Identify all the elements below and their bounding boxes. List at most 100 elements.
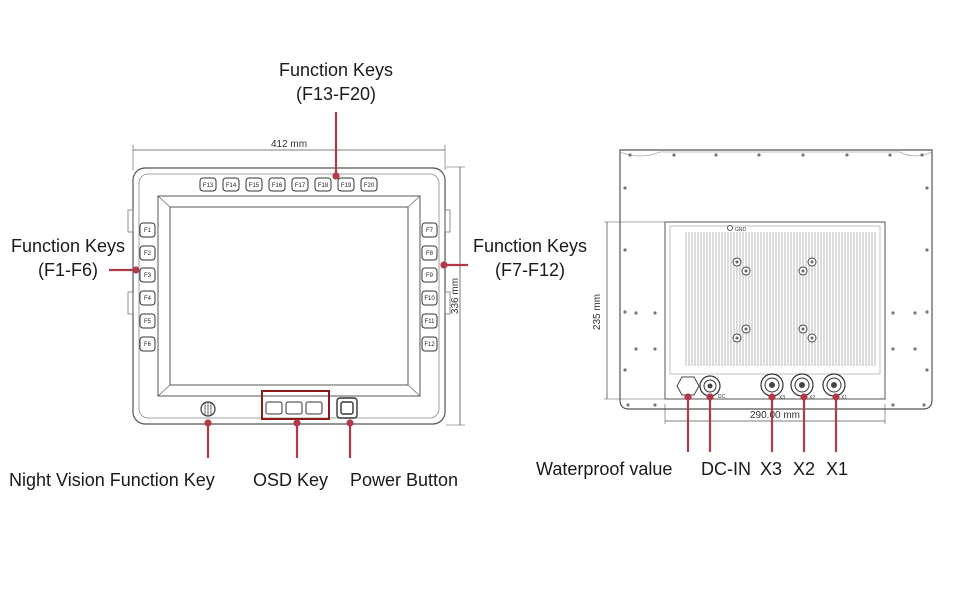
osd-key-3[interactable]	[305, 401, 323, 415]
function-key-f3[interactable]: F3	[139, 267, 156, 283]
leader-dot	[768, 393, 776, 401]
osd-key-1[interactable]	[265, 401, 283, 415]
mounting-hole	[653, 311, 657, 315]
x2-port-label: X2	[809, 395, 815, 401]
function-key-f19[interactable]: F19	[337, 177, 355, 192]
mounting-hole	[920, 153, 924, 157]
function-key-f11[interactable]: F11	[421, 313, 438, 329]
callout-osd-key: OSD Key	[253, 470, 329, 490]
function-key-f10[interactable]: F10	[421, 290, 438, 306]
mounting-hole	[891, 347, 895, 351]
key-label: F6	[144, 342, 152, 348]
function-key-f8[interactable]: F8	[421, 245, 438, 261]
mounting-hole	[672, 153, 676, 157]
mounting-hole	[714, 153, 718, 157]
key-label: F17	[295, 183, 306, 189]
mounting-hole	[891, 311, 895, 315]
leader-dot	[346, 419, 354, 427]
side-notch	[444, 291, 451, 315]
osd-key-2[interactable]	[285, 401, 303, 415]
mounting-hole	[845, 153, 849, 157]
callout-night-vision: Night Vision Function Key	[9, 470, 215, 490]
function-key-f15[interactable]: F15	[245, 177, 263, 192]
mounting-hole	[913, 347, 917, 351]
leader-dot	[440, 261, 448, 269]
front-height-dimension: 336 mm	[446, 166, 465, 426]
x1-connector[interactable]: X1	[822, 373, 847, 401]
mounting-hole	[623, 368, 627, 372]
mounting-hole	[623, 186, 627, 190]
callout-function-keys-left: Function Keys (F1-F6)	[2, 234, 134, 282]
function-key-f17[interactable]: F17	[291, 177, 309, 192]
leader-dot	[832, 393, 840, 401]
osd-key-group	[261, 390, 330, 420]
x3-port-label: X3	[779, 395, 785, 401]
key-label: F2	[144, 251, 152, 257]
key-label: F15	[249, 183, 260, 189]
key-label: F4	[144, 296, 152, 302]
mounting-hole	[757, 153, 761, 157]
screen-bezel	[157, 195, 421, 397]
callout-text: (F1-F6)	[38, 260, 98, 280]
mounting-hole	[634, 347, 638, 351]
callout-waterproof: Waterproof value	[536, 459, 673, 479]
front-width-label: 412 mm	[271, 139, 307, 150]
function-key-f14[interactable]: F14	[222, 177, 240, 192]
callout-power-button: Power Button	[350, 470, 459, 490]
rear-view: GND DC X3 X2 X1	[592, 149, 933, 424]
mounting-hole	[925, 248, 929, 252]
night-vision-key[interactable]	[200, 401, 216, 417]
key-label: F5	[144, 319, 152, 325]
key-label: F7	[426, 228, 434, 234]
callout-dc-in: DC-IN	[701, 459, 751, 479]
mounting-hole	[623, 310, 627, 314]
front-width-dimension: 412 mm	[132, 139, 446, 170]
callout-leaders	[109, 112, 840, 458]
mounting-hole	[891, 403, 895, 407]
function-key-f13[interactable]: F13	[199, 177, 217, 192]
key-label: F18	[318, 183, 329, 189]
side-notch	[127, 291, 134, 315]
leader-dot	[706, 393, 714, 401]
mounting-hole	[913, 311, 917, 315]
power-button[interactable]	[336, 397, 358, 419]
gnd-terminal: GND	[727, 225, 747, 233]
right-function-keys: F7 F8 F9 F10 F11 F12	[421, 222, 438, 352]
function-key-f16[interactable]: F16	[268, 177, 286, 192]
key-label: F19	[341, 183, 352, 189]
function-key-f7[interactable]: F7	[421, 222, 438, 238]
callout-text: (F13-F20)	[295, 84, 376, 104]
osd-highlight-box	[261, 390, 330, 420]
callout-text: (F7-F12)	[494, 260, 565, 280]
key-label: F1	[144, 228, 152, 234]
side-notch	[444, 209, 451, 233]
callout-x2: X2	[793, 459, 816, 479]
key-label: F3	[144, 273, 152, 279]
callout-x3: X3	[760, 459, 783, 479]
key-label: F8	[426, 251, 434, 257]
dc-label: DC	[718, 394, 726, 400]
leader-dot	[800, 393, 808, 401]
mounting-hole	[925, 186, 929, 190]
mounting-hole	[925, 368, 929, 372]
dc-in-connector[interactable]: DC	[699, 375, 726, 400]
function-key-f12[interactable]: F12	[421, 336, 438, 352]
function-key-f6[interactable]: F6	[139, 336, 156, 352]
mounting-hole	[634, 311, 638, 315]
function-key-f4[interactable]: F4	[139, 290, 156, 306]
function-key-f5[interactable]: F5	[139, 313, 156, 329]
function-key-f9[interactable]: F9	[421, 267, 438, 283]
heatsink-screws	[732, 257, 817, 343]
function-key-f18[interactable]: F18	[314, 177, 332, 192]
rear-height-dimension: 235 mm	[592, 221, 665, 400]
mounting-hole	[801, 153, 805, 157]
function-key-f20[interactable]: F20	[360, 177, 378, 192]
function-key-f2[interactable]: F2	[139, 245, 156, 261]
rear-mounting-holes	[623, 153, 929, 407]
mounting-hole	[653, 347, 657, 351]
function-key-f1[interactable]: F1	[139, 222, 156, 238]
display-screen	[169, 206, 409, 386]
leader-dot	[293, 419, 301, 427]
